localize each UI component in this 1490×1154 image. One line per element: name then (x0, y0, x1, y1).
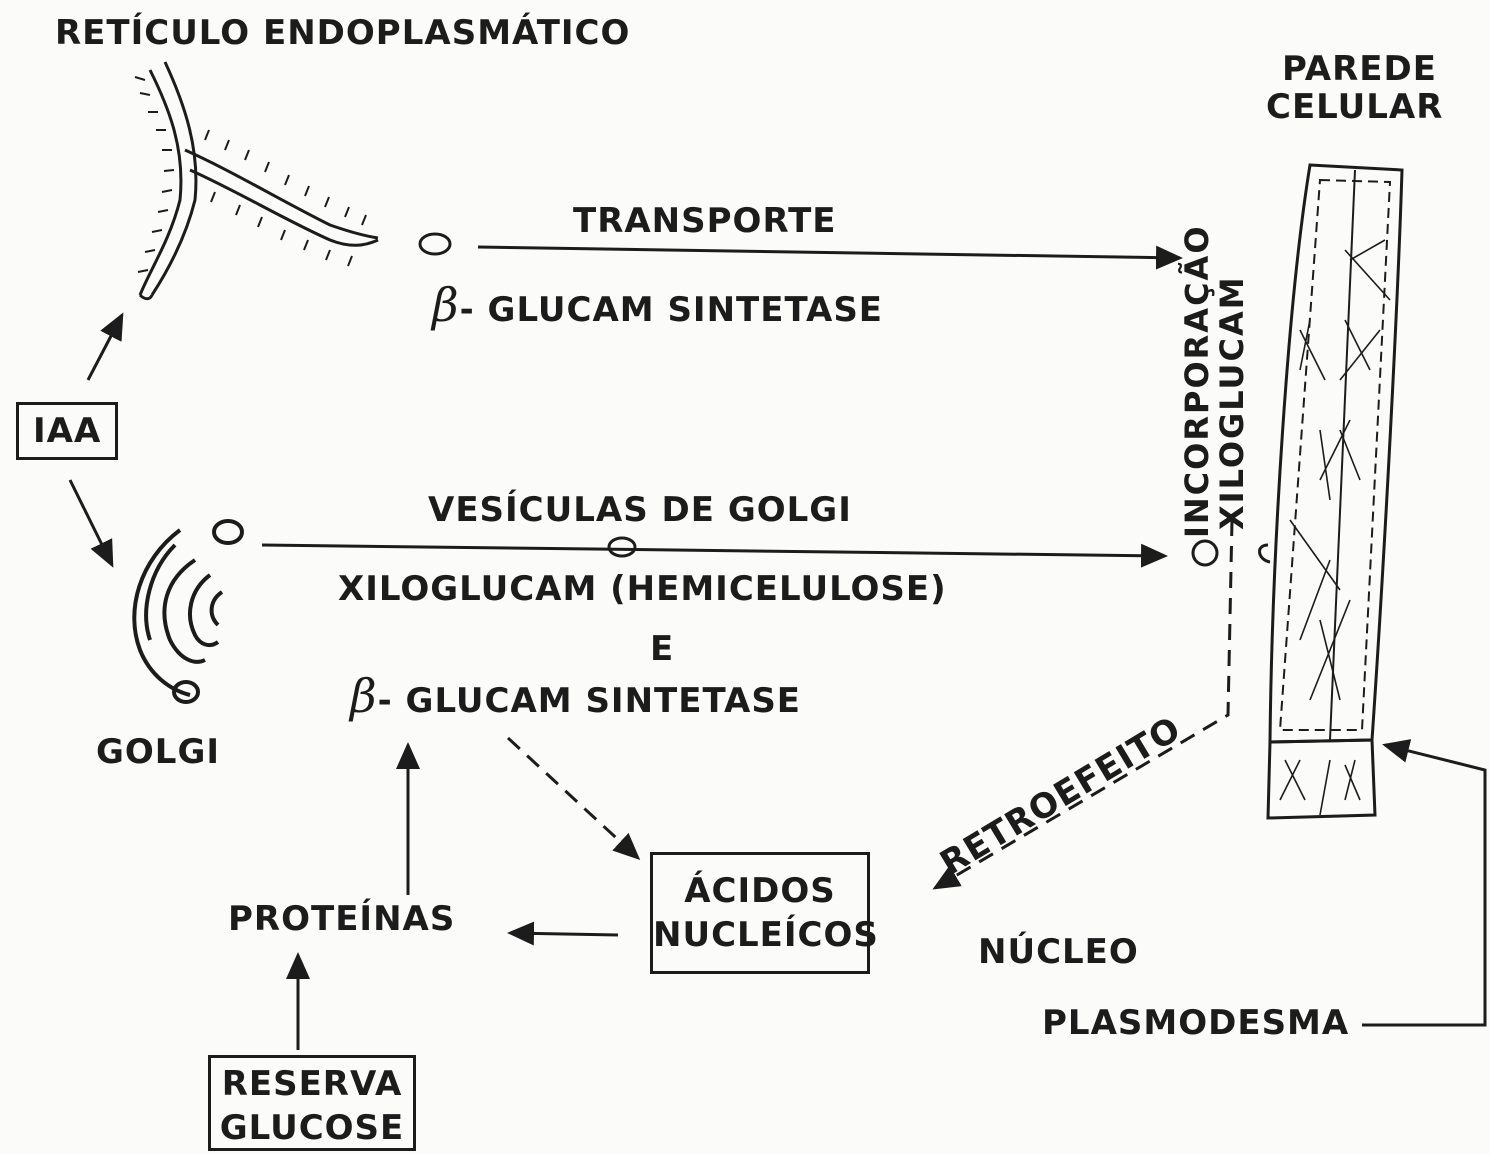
label-incorporacao-xiloglucam: INCORPORAÇÃO XILOGLUCAM (1180, 218, 1250, 538)
label-vesiculas-de-golgi: VESÍCULAS DE GOLGI (428, 493, 852, 527)
label-nucleo: NÚCLEO (978, 935, 1139, 969)
endoplasmic-reticulum-drawing (135, 62, 378, 299)
label-reticulo-endoplasmatico: RETÍCULO ENDOPLASMÁTICO (55, 16, 630, 50)
label-glucam-sintetase-1: - GLUCAM SINTETASE (460, 290, 883, 330)
box-reserva-glucose: RESERVA GLUCOSE (208, 1055, 416, 1151)
beta-symbol-2: β (350, 669, 378, 723)
label-proteinas: PROTEÍNAS (228, 902, 455, 936)
box-acidos-nucleicos: ÁCIDOS NUCLEÍCOS (650, 852, 870, 974)
label-transporte: TRANSPORTE (573, 204, 837, 238)
label-glucam-sintetase-2: - GLUCAM SINTETASE (378, 681, 801, 721)
label-beta-glucam-sintetase-2: β- GLUCAM SINTETASE (350, 673, 801, 719)
label-reserva: RESERVA (211, 1062, 413, 1106)
label-glucose: GLUCOSE (211, 1106, 413, 1150)
label-incorporacao: INCORPORAÇÃO (1180, 218, 1215, 538)
label-parede: PAREDE (1282, 52, 1437, 86)
label-plasmodesma: PLASMODESMA (1042, 1006, 1349, 1040)
label-acidos: ÁCIDOS (653, 869, 867, 913)
label-xiloglucam: XILOGLUCAM (1215, 218, 1250, 538)
cell-wall-drawing (1260, 165, 1402, 818)
label-golgi: GOLGI (96, 735, 220, 769)
beta-symbol: β (432, 278, 460, 332)
label-celular: CELULAR (1266, 90, 1443, 124)
box-iaa: IAA (16, 402, 118, 460)
label-xiloglucam-hemicelulose: XILOGLUCAM (HEMICELULOSE) (338, 572, 947, 606)
label-e: E (650, 632, 674, 666)
label-nucleicos: NUCLEÍCOS (653, 913, 867, 957)
label-beta-glucam-sintetase-1: β- GLUCAM SINTETASE (432, 282, 883, 328)
golgi-drawing (134, 521, 242, 702)
